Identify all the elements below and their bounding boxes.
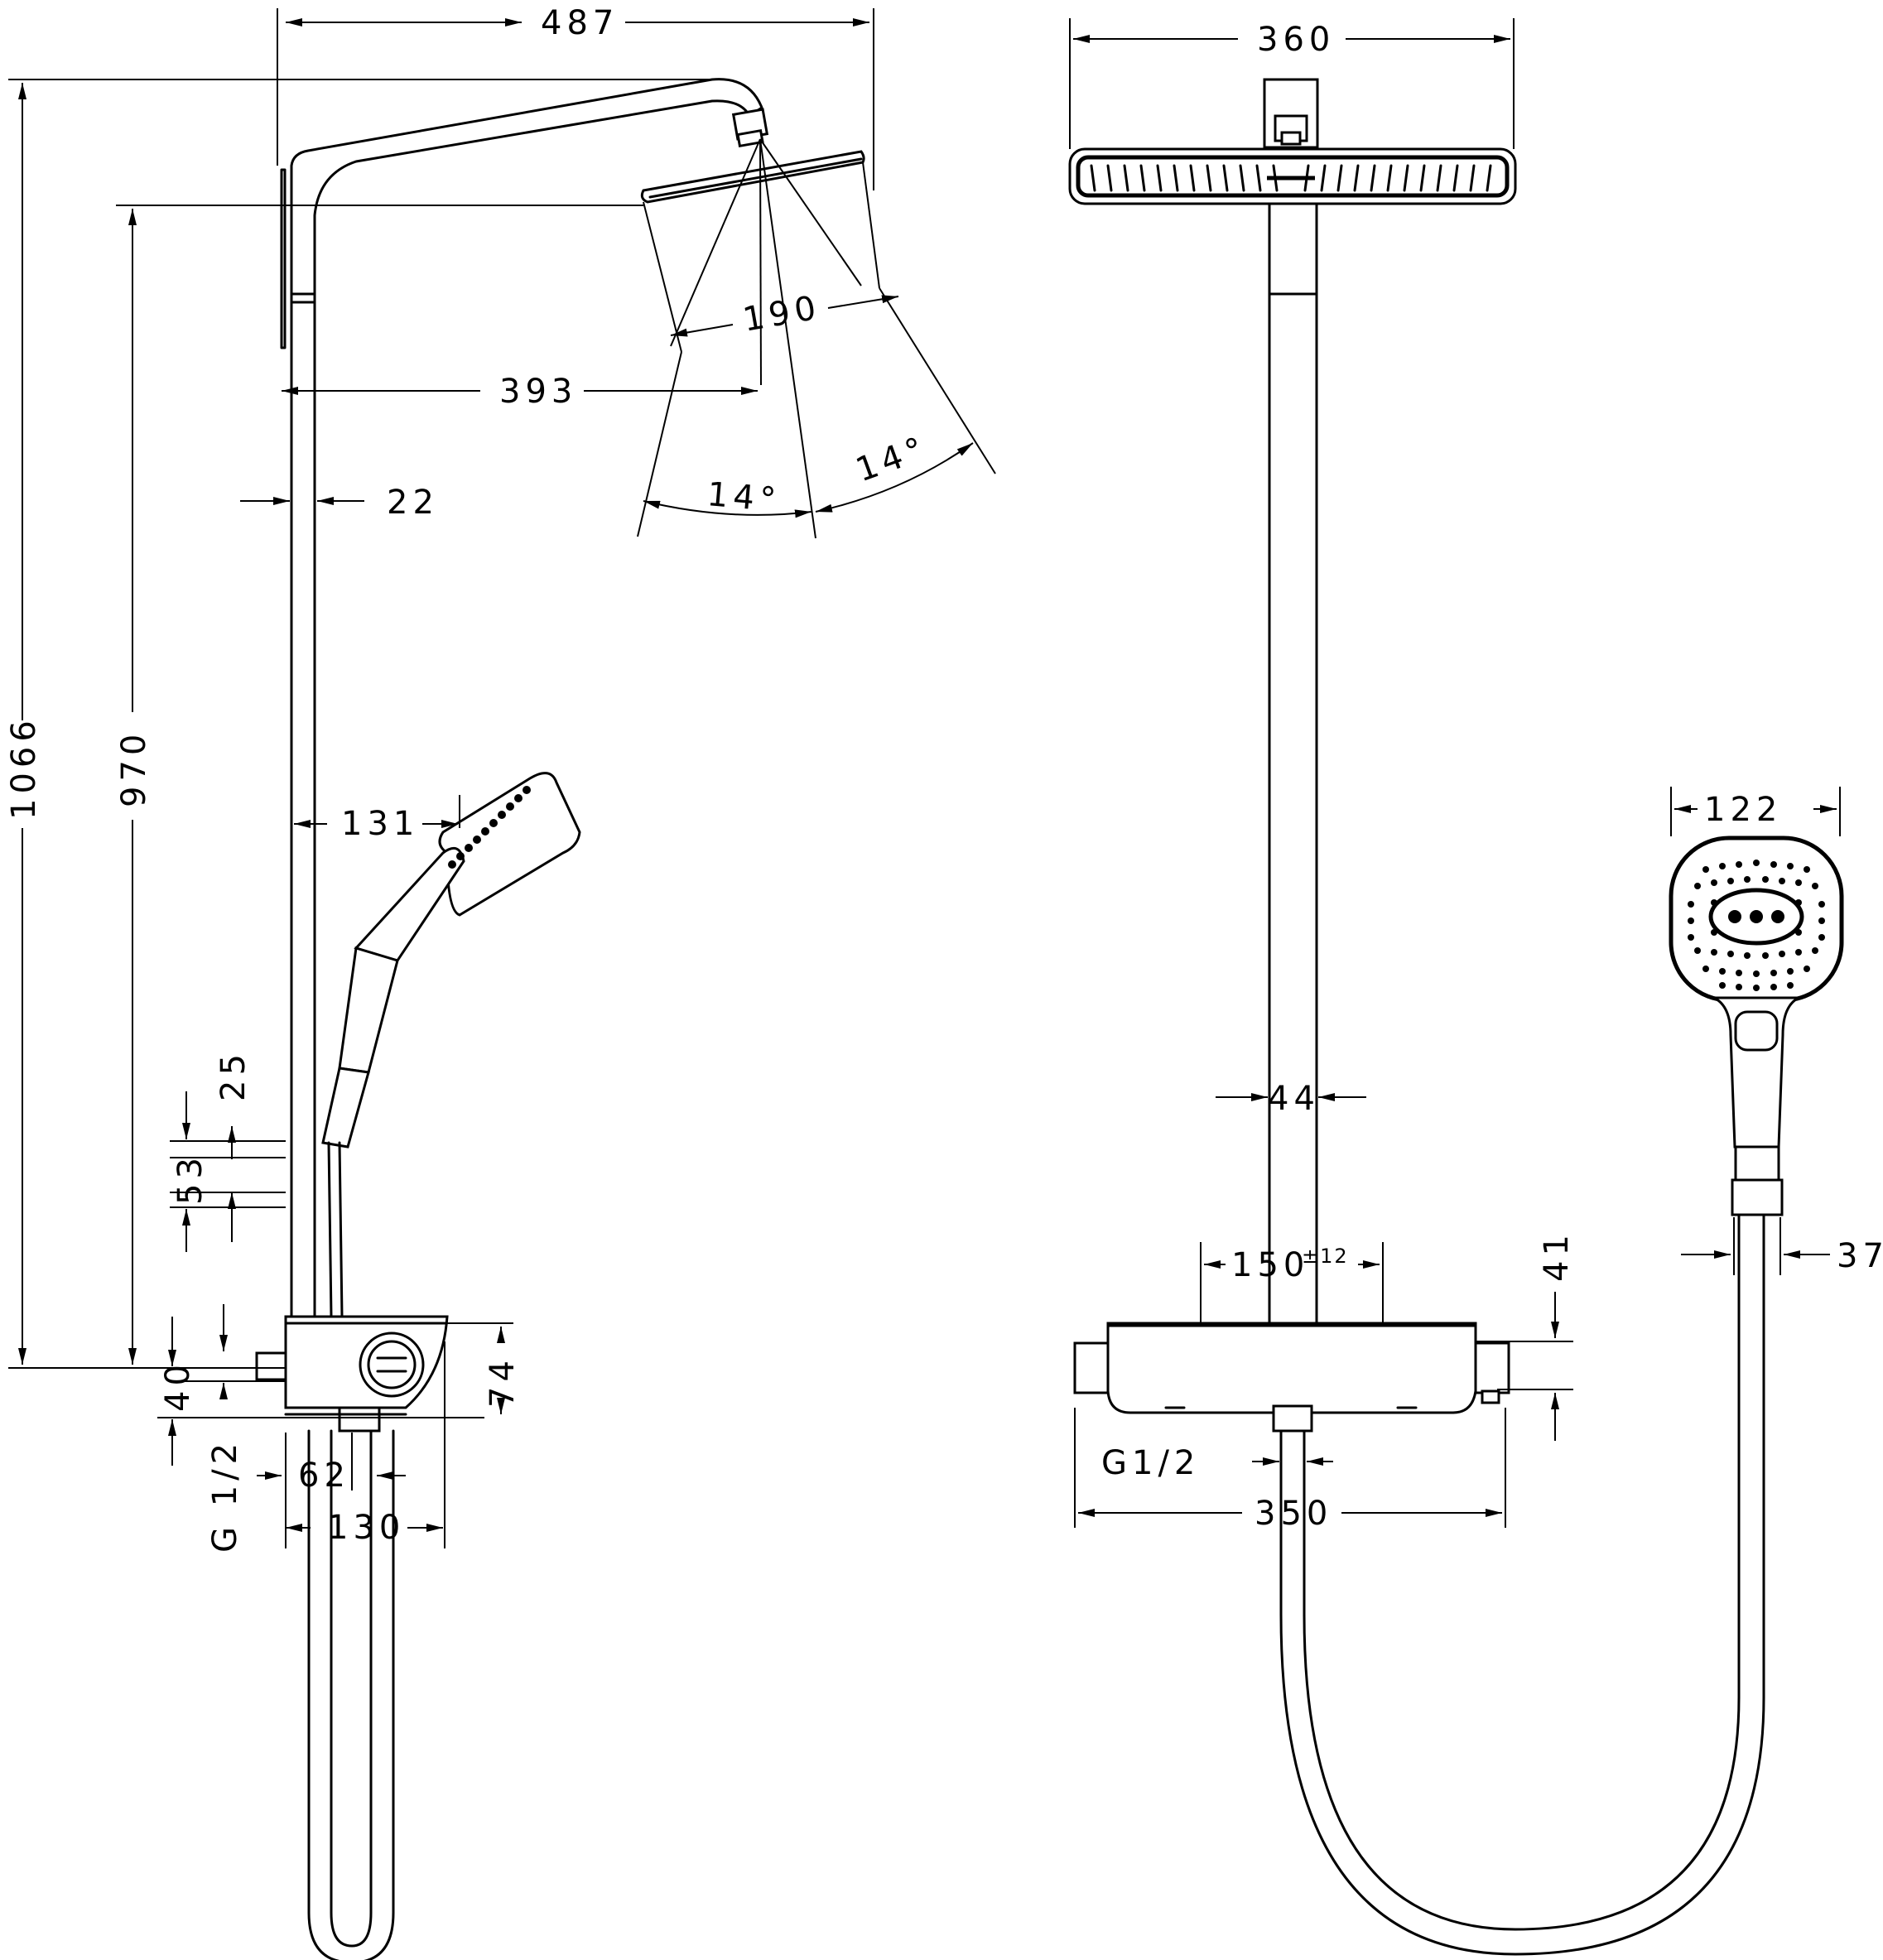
dim-holder-spacing: 53	[171, 1153, 209, 1205]
dim-holder-top: 25	[214, 1049, 253, 1101]
handshower-front	[1669, 836, 1844, 1216]
overhead-shower-head-front	[1068, 147, 1517, 205]
dim-head-width-front: 360	[1257, 21, 1335, 59]
front-view-labels: 360 44 150 ±12 41 G1/2 350	[1101, 21, 1576, 1533]
side-view: 487 1066 970 190 393 22 14° 14° 131 25 5…	[5, 4, 996, 1960]
shower-arm-side	[290, 78, 769, 296]
hand-shower-side	[321, 772, 581, 1318]
dim-inlet-thread: G 1/2	[206, 1438, 244, 1553]
handshower-spray-pattern	[1688, 860, 1825, 991]
front-view-dimensions	[1069, 18, 1573, 1528]
thermostat-side	[255, 1315, 449, 1433]
dim-angle-left: 14°	[706, 475, 783, 520]
riser-bar-front	[1268, 202, 1318, 1325]
dim-thermostat-height-front: 41	[1538, 1230, 1576, 1282]
dim-inlet-spacing-front: 150	[1231, 1246, 1309, 1284]
dim-total-width: 487	[541, 4, 619, 42]
handshower-dimensions	[1670, 787, 1841, 1275]
handshower-labels: 122 37	[1704, 791, 1883, 1275]
riser-bar-side	[280, 168, 316, 1318]
overhead-shower-head-side	[640, 150, 865, 204]
thermostat-knob	[359, 1332, 425, 1398]
dim-inlet-spacing: 62	[298, 1457, 350, 1495]
head-mount-front	[1263, 78, 1319, 149]
dim-head-height: 970	[115, 730, 153, 807]
head-nozzle-rows	[1090, 164, 1492, 192]
dim-thermostat-depth: 130	[327, 1509, 405, 1547]
dim-total-height: 1066	[5, 715, 43, 820]
side-view-dimensions	[8, 8, 974, 1548]
dim-arm-reach: 393	[499, 373, 577, 411]
side-view-labels: 487 1066 970 190 393 22 14° 14° 131 25 5…	[5, 4, 933, 1553]
hose-loop-side	[307, 1429, 395, 1960]
dim-bar-width: 22	[387, 484, 439, 522]
dim-angle-right: 14°	[851, 429, 933, 490]
dim-thermostat-width: 350	[1255, 1495, 1332, 1533]
dim-head-diameter: 190	[740, 288, 824, 340]
dim-handshower-width: 122	[1704, 791, 1782, 829]
dim-thermostat-top: 40	[159, 1360, 197, 1412]
handshower-view: 122 37	[1669, 787, 1883, 1275]
hand-shower-nozzles	[448, 786, 531, 869]
thermostat-front	[1073, 1322, 1510, 1433]
front-view: 360 44 150 ±12 41 G1/2 350	[1068, 18, 1765, 1956]
dim-thermostat-height: 74	[484, 1356, 522, 1408]
hose-loop-front	[1279, 1211, 1765, 1956]
dim-outlet-thread: G1/2	[1101, 1444, 1200, 1482]
dim-holder-width: 37	[1837, 1237, 1883, 1275]
dim-inlet-tolerance: ±12	[1302, 1245, 1349, 1268]
dim-handshower-offset: 131	[341, 805, 419, 843]
spray-lines	[637, 138, 996, 539]
dim-bar-diameter: 44	[1268, 1080, 1320, 1118]
